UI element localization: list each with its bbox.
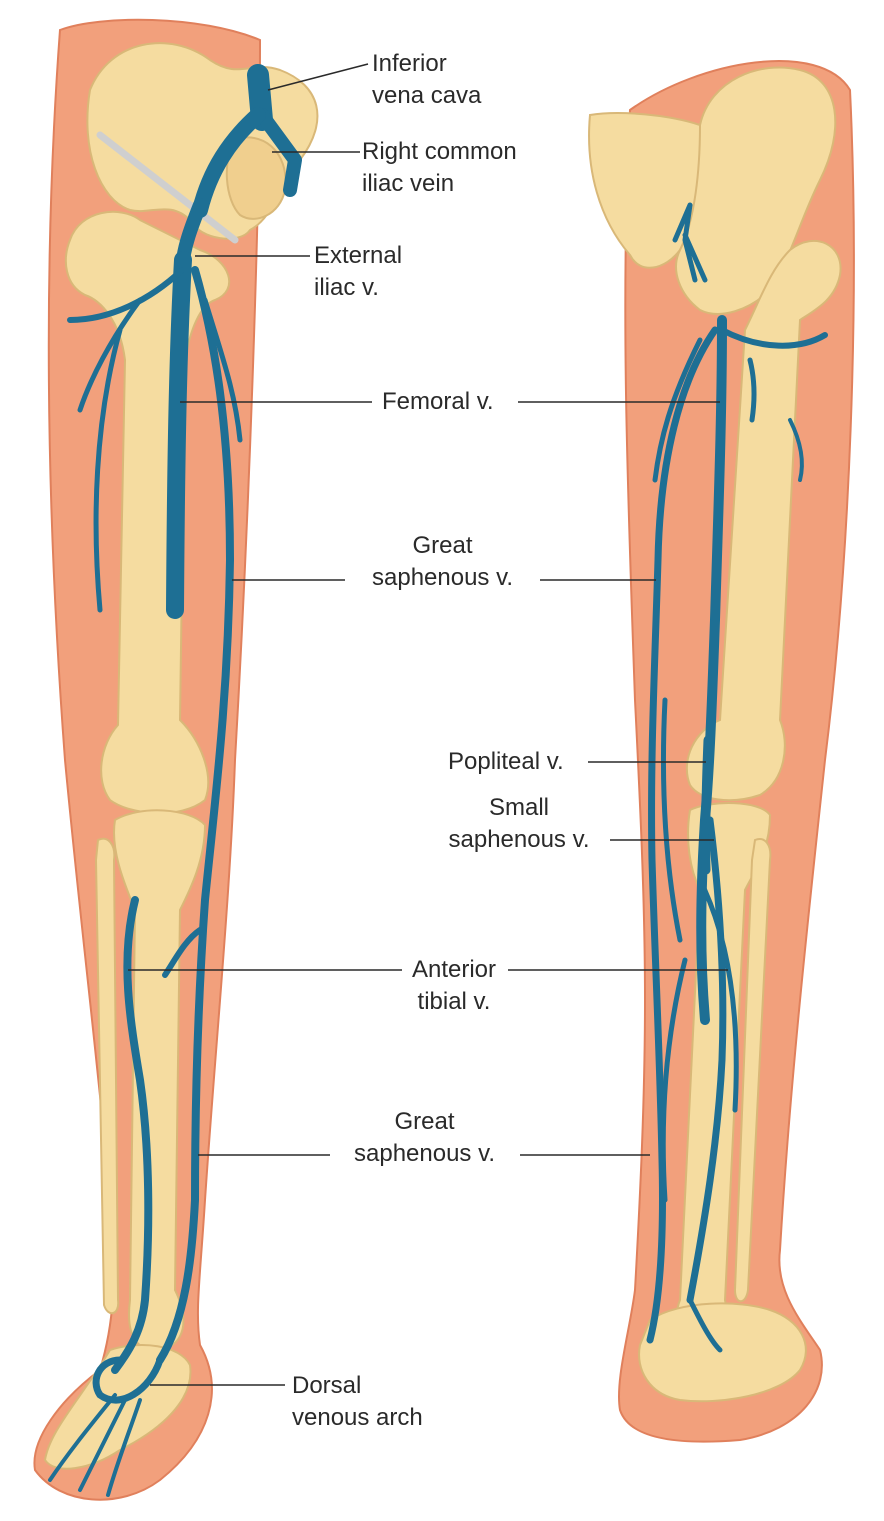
label-anterior-tibial: Anterior tibial v. <box>396 954 512 1018</box>
label-line-1: Femoral v. <box>382 386 494 418</box>
label-external-iliac: External iliac v. <box>314 240 402 304</box>
label-line-1: Right common <box>362 136 517 168</box>
label-dorsal-venous-arch: Dorsal venous arch <box>292 1370 423 1434</box>
femoral-vessel <box>175 260 183 610</box>
label-right-common-iliac-vein: Right common iliac vein <box>362 136 517 200</box>
label-line-1: Great <box>332 1106 517 1138</box>
label-line-2: vena cava <box>372 80 481 112</box>
label-line-1: Small <box>428 792 610 824</box>
popliteal-vessel <box>706 740 708 870</box>
label-great-saphenous-lower: Great saphenous v. <box>332 1106 517 1170</box>
label-line-1: Dorsal <box>292 1370 423 1402</box>
label-line-2: venous arch <box>292 1402 423 1434</box>
label-line-2: saphenous v. <box>350 562 535 594</box>
posterior-view <box>589 61 854 1442</box>
label-popliteal: Popliteal v. <box>448 746 564 778</box>
label-line-2: tibial v. <box>396 986 512 1018</box>
anterior-fibula <box>96 839 118 1314</box>
label-inferior-vena-cava: Inferior vena cava <box>372 48 481 112</box>
label-line-1: Great <box>350 530 535 562</box>
label-line-2: saphenous v. <box>332 1138 517 1170</box>
label-great-saphenous-upper: Great saphenous v. <box>350 530 535 594</box>
label-small-saphenous: Small saphenous v. <box>428 792 610 856</box>
label-line-2: iliac v. <box>314 272 402 304</box>
label-femoral: Femoral v. <box>382 386 494 418</box>
label-line-2: iliac vein <box>362 168 517 200</box>
label-line-1: External <box>314 240 402 272</box>
label-line-1: Popliteal v. <box>448 746 564 778</box>
anterior-view <box>34 20 317 1500</box>
label-line-2: saphenous v. <box>428 824 610 856</box>
label-line-1: Anterior <box>396 954 512 986</box>
label-line-1: Inferior <box>372 48 481 80</box>
